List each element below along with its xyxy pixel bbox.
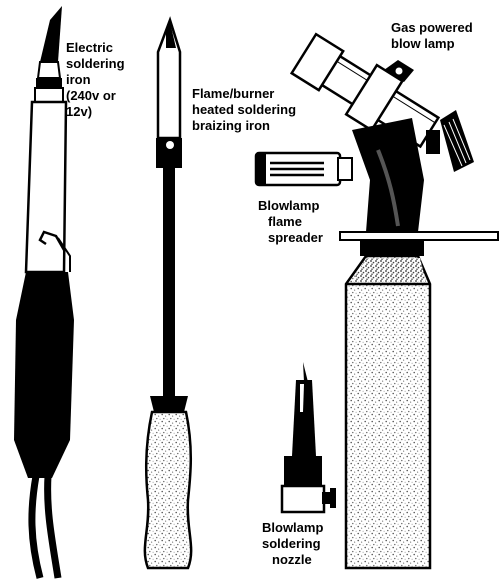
- soldering-nozzle: [280, 362, 336, 514]
- blow-lamp-label: Gas powered blow lamp: [391, 20, 473, 51]
- electric-soldering-iron: [14, 6, 74, 579]
- flame-spreader: [254, 151, 353, 187]
- flame-iron-label: Flame/burner heated soldering braizing i…: [192, 86, 297, 133]
- flame-spreader-label: Blowlamp flame spreader: [258, 198, 323, 245]
- gas-blow-lamp: [289, 32, 499, 570]
- electric-iron-label: Electric soldering iron (240v or 12v): [66, 40, 125, 119]
- flame-heated-soldering-iron: [143, 16, 193, 570]
- soldering-nozzle-label: Blowlamp soldering nozzle: [262, 520, 324, 567]
